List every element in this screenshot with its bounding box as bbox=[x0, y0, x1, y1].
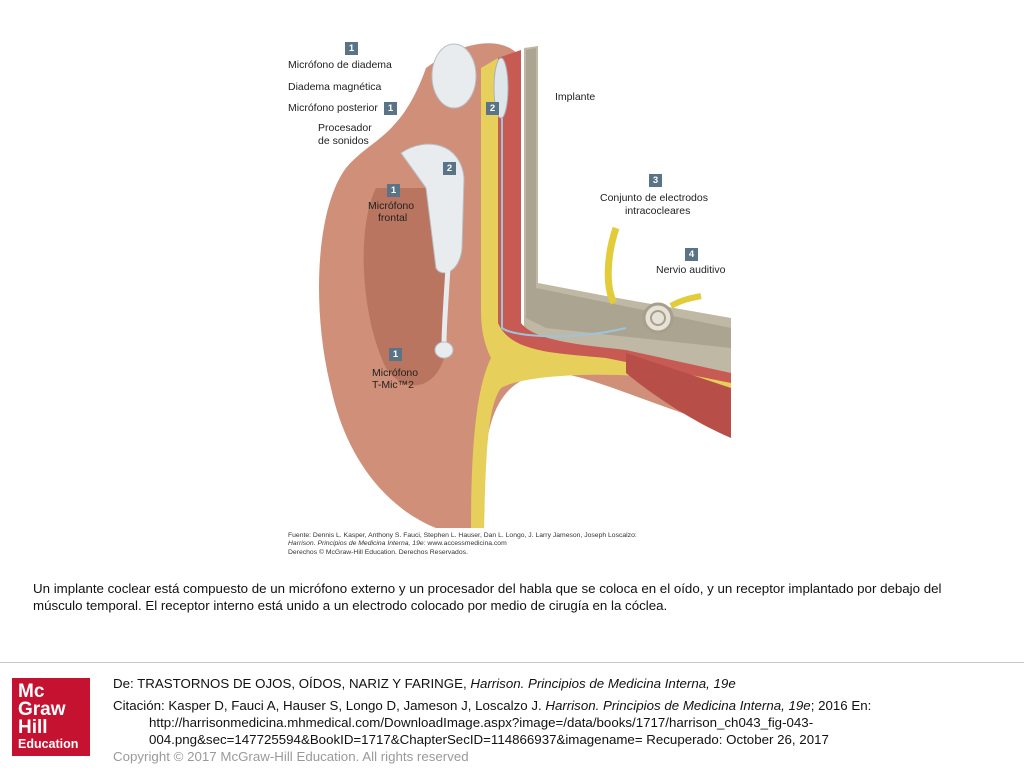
figure-caption: Un implante coclear está compuesto de un… bbox=[33, 580, 1008, 614]
cochlear-implant-figure: Micrófono de diadema Diadema magnética M… bbox=[276, 28, 736, 566]
figure-source: Fuente: Dennis L. Kasper, Anthony S. Fau… bbox=[288, 532, 728, 557]
tmic-device bbox=[434, 341, 454, 359]
source-line-3: Derechos © McGraw-Hill Education. Derech… bbox=[288, 548, 468, 556]
label-electrode-array-1: Conjunto de electrodos bbox=[600, 192, 708, 204]
label-tmic-1: Micrófono bbox=[372, 367, 419, 379]
label-rear-microphone: Micrófono posterior bbox=[288, 102, 378, 114]
copyright: Copyright © 2017 McGraw-Hill Education. … bbox=[113, 749, 469, 764]
caption-line-1: Un implante coclear está compuesto de un… bbox=[33, 581, 942, 596]
badge-auditory-nerve: 4 bbox=[685, 248, 698, 261]
sound-processor-device bbox=[400, 143, 465, 274]
source-title: Harrison. Principios de Medicina Interna… bbox=[288, 540, 426, 548]
tmic-cable bbox=[441, 267, 451, 347]
label-headband-microphone: Micrófono de diadema bbox=[288, 59, 392, 71]
citation-title: Harrison. Principios de Medicina Interna… bbox=[545, 698, 811, 713]
citation-footer: De: TRASTORNOS DE OJOS, OÍDOS, NARIZ Y F… bbox=[113, 675, 1013, 765]
citation-suffix: ; 2016 En: bbox=[810, 698, 872, 713]
footer-from: De: TRASTORNOS DE OJOS, OÍDOS, NARIZ Y F… bbox=[113, 675, 1013, 692]
citation-url-1: http://harrisonmedicina.mhmedical.com/Do… bbox=[149, 715, 814, 730]
nerve-left bbox=[604, 226, 620, 305]
source-url: www.accessmedicina.com bbox=[425, 540, 507, 548]
label-electrode-array-2: intracocleares bbox=[625, 205, 691, 217]
label-sound-processor-1: Procesador bbox=[318, 122, 372, 134]
badge-headband-mic: 1 bbox=[345, 42, 358, 55]
label-front-mic-1: Micrófono bbox=[368, 200, 415, 212]
citation-url-2: 004.png&sec=147725594&BookID=1717&Chapte… bbox=[149, 732, 829, 747]
logo-line-4: Education bbox=[18, 737, 79, 751]
logo-line-3: Hill bbox=[18, 717, 48, 738]
footer-citation: Citación: Kasper D, Fauci A, Hauser S, L… bbox=[113, 697, 1013, 714]
source-line-1: Fuente: Dennis L. Kasper, Anthony S. Fau… bbox=[288, 532, 637, 539]
cochlea bbox=[642, 302, 674, 334]
from-prefix: De: TRASTORNOS DE OJOS, OÍDOS, NARIZ Y F… bbox=[113, 676, 471, 691]
cochlea-inner bbox=[650, 310, 666, 326]
logo-line-1: Mc bbox=[18, 681, 45, 702]
ear-illustration bbox=[319, 43, 731, 528]
label-magnetic-headband: Diadema magnética bbox=[288, 81, 382, 93]
auditory-nerve-yellow bbox=[669, 293, 702, 309]
bone-texture bbox=[526, 48, 731, 348]
caption-line-2: músculo temporal. El receptor interno es… bbox=[33, 598, 668, 613]
badge-electrode-array: 3 bbox=[649, 174, 662, 187]
temporal-muscle-fan bbox=[626, 353, 731, 438]
badge-tmic: 1 bbox=[389, 348, 402, 361]
electrode-lead bbox=[501, 118, 627, 338]
badge-implant: 2 bbox=[486, 102, 499, 115]
mcgraw-hill-logo: Mc Graw Hill Education bbox=[12, 678, 90, 756]
citation-prefix: Citación: Kasper D, Fauci A, Hauser S, L… bbox=[113, 698, 546, 713]
badge-rear-mic: 1 bbox=[384, 102, 397, 115]
label-implant: Implante bbox=[555, 91, 596, 103]
source-line-2: Harrison. Principios de Medicina Interna… bbox=[288, 540, 728, 548]
concha-shadow bbox=[363, 188, 448, 386]
label-sound-processor-2: de sonidos bbox=[318, 135, 369, 147]
footer-divider bbox=[0, 662, 1024, 663]
badge-processor: 2 bbox=[443, 162, 456, 175]
label-front-mic-2: frontal bbox=[378, 212, 408, 224]
label-tmic-2: T-Mic™2 bbox=[372, 379, 414, 391]
label-auditory-nerve: Nervio auditivo bbox=[656, 264, 726, 276]
badge-front-mic: 1 bbox=[387, 184, 400, 197]
headband-microphone-device bbox=[431, 43, 477, 109]
logo-line-2: Graw bbox=[18, 699, 66, 720]
from-title: Harrison. Principios de Medicina Interna… bbox=[470, 676, 736, 691]
